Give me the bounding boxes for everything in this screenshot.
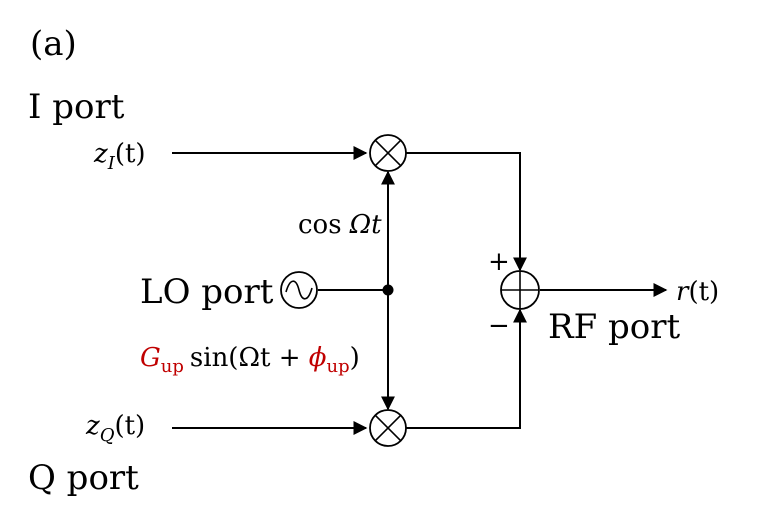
signal-wires (172, 146, 668, 435)
minus-sign: − (488, 311, 510, 341)
rf-port-label: RF port (548, 307, 680, 347)
lo-junction-dot (382, 284, 394, 296)
gain-symbol: G (140, 343, 161, 373)
gain-subscript: up (161, 356, 184, 377)
i-port-label: I port (28, 87, 125, 127)
zi-signal-label: zI(t) (93, 139, 146, 174)
phase-subscript: up (327, 356, 350, 377)
plus-sign: + (488, 247, 510, 277)
summing-junction-icon (500, 270, 540, 310)
panel-label: (a) (30, 24, 77, 64)
mixer-icon (369, 134, 407, 172)
oscillator-icon (280, 271, 318, 309)
zq-signal-label: zQ(t) (85, 411, 145, 446)
lo-port-label: LO port (140, 272, 274, 312)
mixer-icon (369, 409, 407, 447)
r-output-label: r(t) (676, 277, 719, 307)
phase-symbol: ϕ (309, 343, 327, 373)
q-port-label: Q port (28, 458, 139, 498)
